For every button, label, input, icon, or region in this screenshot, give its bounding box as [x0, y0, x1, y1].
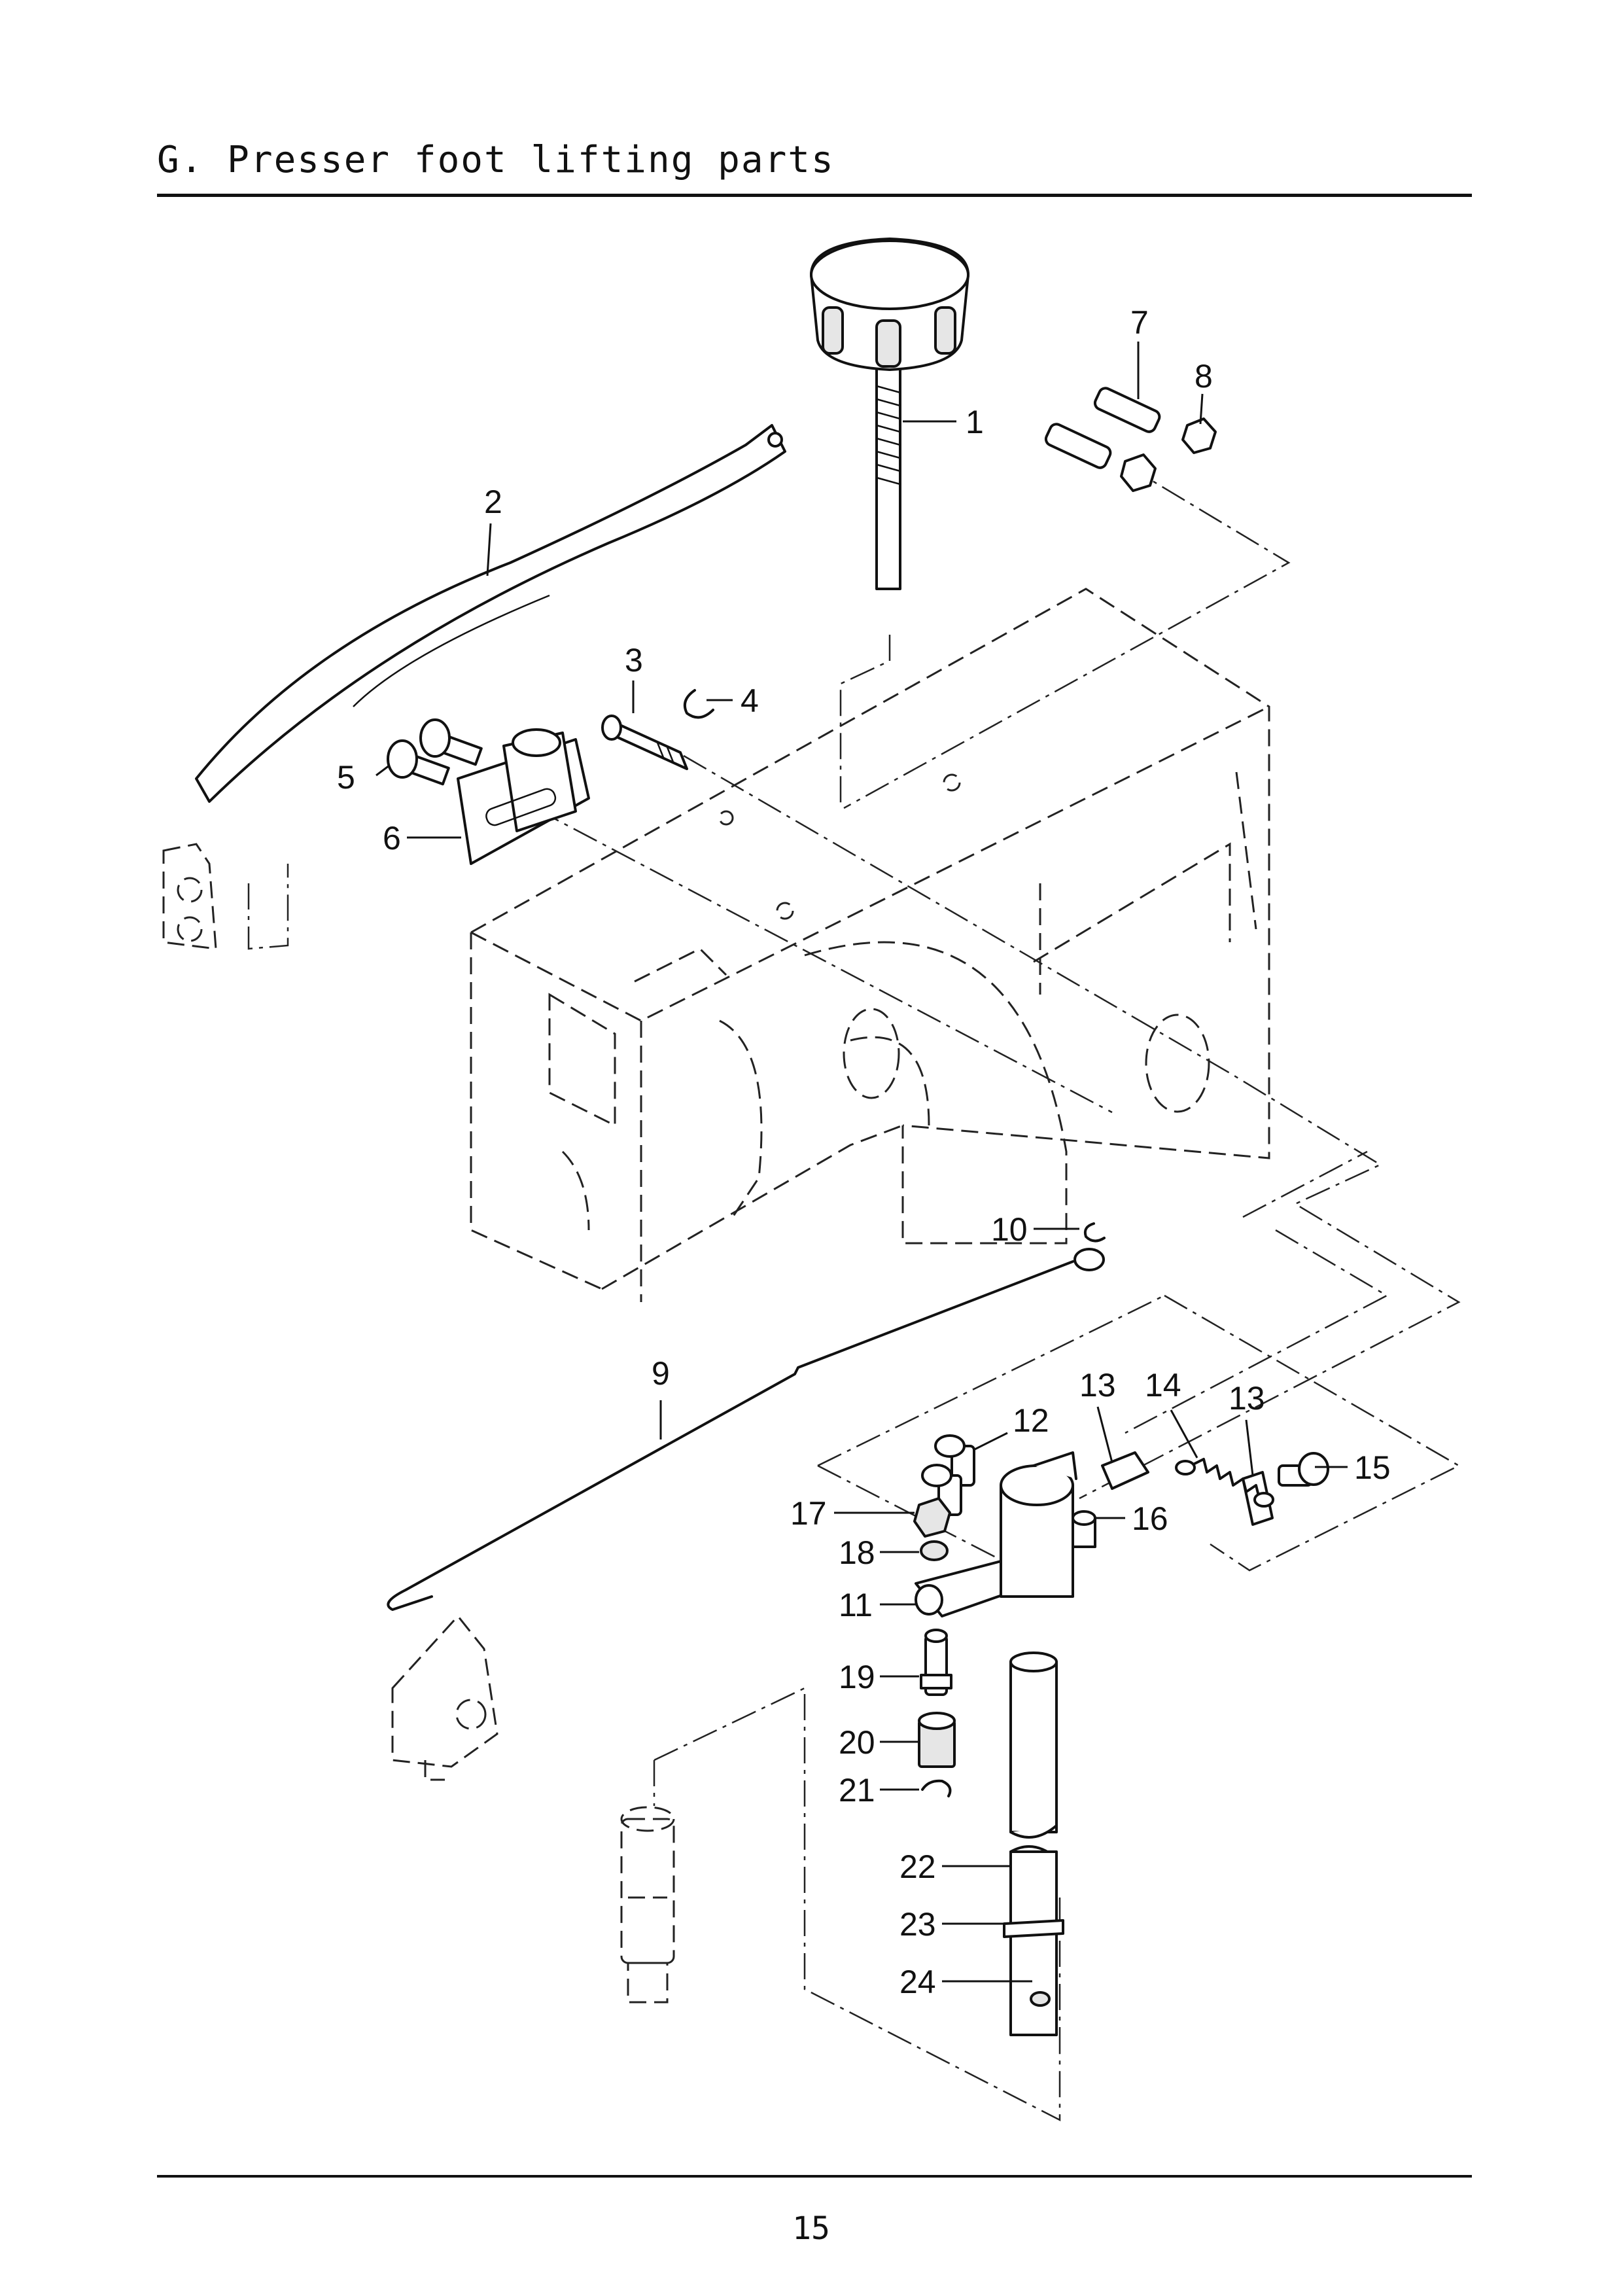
callout-8: 8: [1195, 358, 1213, 395]
part-2-lifting-lever: [195, 424, 786, 803]
part-15-screw: [1278, 1452, 1329, 1487]
callout-24: 24: [899, 1964, 936, 2000]
part-9-connecting-rod: [387, 1248, 1105, 1611]
callout-1: 1: [966, 404, 984, 440]
part-20-collar: [918, 1712, 956, 1768]
part-1-knob-screw: [810, 238, 969, 590]
callout-2: 2: [484, 484, 502, 520]
callout-15: 15: [1354, 1449, 1391, 1486]
part-11-lifting-arm: [915, 1451, 1077, 1617]
callout-12: 12: [1013, 1402, 1049, 1439]
part-23-band: [1003, 1919, 1064, 1938]
reference-plate-lower: [391, 1614, 498, 1781]
callout-3: 3: [625, 642, 643, 679]
callout-16: 16: [1132, 1500, 1168, 1537]
part-22-presser-bar: [1009, 1651, 1058, 2036]
reference-presser-bar-bushing: [620, 1806, 675, 2004]
callout-10: 10: [991, 1211, 1028, 1248]
callout-6: 6: [383, 820, 401, 857]
page-title: G. Presser foot lifting parts: [157, 139, 835, 181]
callout-19: 19: [839, 1659, 875, 1695]
part-3-stud: [601, 715, 688, 770]
callout-17: 17: [790, 1495, 827, 1532]
callout-5: 5: [337, 759, 355, 796]
callout-13b: 13: [1229, 1380, 1265, 1417]
part-7-set-screws: [1044, 387, 1161, 469]
callout-labels: 1 2 3 4 5 6 7 8 9 10 11 12 13 14 13 15 1…: [337, 304, 1391, 2000]
assembly-guide-lines: [247, 463, 1461, 2122]
callout-22: 22: [899, 1848, 936, 1885]
reference-presser-guide-left: [162, 843, 217, 950]
part-8-nuts: [1120, 417, 1217, 492]
callout-14: 14: [1145, 1367, 1181, 1404]
part-4-e-ring: [684, 689, 714, 719]
callout-4: 4: [741, 682, 759, 719]
part-14-spring: [1175, 1458, 1274, 1508]
footer-rule: [157, 2175, 1472, 2178]
callout-9: 9: [652, 1355, 670, 1392]
part-17-nut: [913, 1497, 951, 1538]
part-6-bracket: [457, 728, 590, 865]
part-21-e-ring: [921, 1779, 952, 1797]
page-number: 15: [792, 2210, 830, 2247]
part-10-ring: [1083, 1222, 1106, 1243]
part-24-pin: [1030, 1991, 1051, 2007]
leader-lines: [375, 342, 1348, 1983]
callout-20: 20: [839, 1724, 875, 1761]
callout-11: 11: [839, 1587, 873, 1623]
callout-18: 18: [839, 1534, 875, 1571]
part-16-pin: [1072, 1510, 1096, 1548]
callout-7: 7: [1130, 304, 1149, 341]
header-rule: [157, 194, 1472, 197]
machine-arm-outline: [470, 588, 1270, 1302]
callout-23: 23: [899, 1906, 936, 1943]
part-18-washer: [920, 1540, 949, 1561]
part-5-screws: [387, 718, 483, 786]
callout-13a: 13: [1079, 1367, 1116, 1404]
part-19-stud: [920, 1629, 952, 1696]
callout-21: 21: [839, 1772, 875, 1809]
